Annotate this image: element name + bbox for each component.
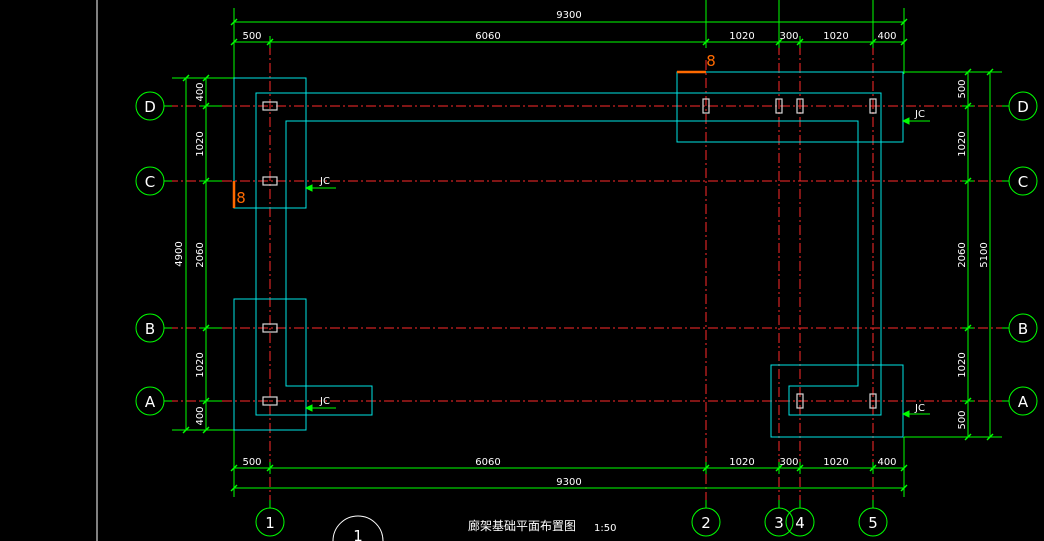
column-1-D [262, 101, 278, 111]
dim-bottom-seg: 1020 [823, 457, 848, 468]
dim-bottom-seg: 6060 [475, 457, 500, 468]
dim-left-seg: 2060 [195, 242, 206, 267]
grid-label-A: A [145, 393, 156, 411]
dim-bottom-seg: 500 [242, 457, 261, 468]
grid-bubbles [135, 91, 1038, 537]
foundation-outlines [233, 71, 904, 438]
jc-leaders [304, 117, 930, 418]
column-3-D [775, 98, 783, 114]
column-1-C [262, 176, 278, 186]
dimension-ticks [182, 18, 994, 492]
dim-top-seg: 1020 [823, 31, 848, 42]
grid-label-D: D [144, 98, 156, 116]
footing-pad-1CD [233, 77, 307, 209]
jc-label: JC [319, 176, 330, 187]
dim-left-seg: 400 [195, 406, 206, 425]
section-mark-top: 8 [677, 52, 716, 74]
section-mark-left: 8 [232, 181, 246, 208]
grid-label-2: 2 [701, 514, 711, 532]
dim-left-total: 4900 [174, 241, 185, 266]
dim-left-seg: 1020 [195, 352, 206, 377]
dim-bottom-seg: 1020 [729, 457, 754, 468]
strip-footing-beam [255, 92, 882, 416]
dim-bottom-seg: 400 [877, 457, 896, 468]
footing-pad-1AB [233, 298, 307, 431]
dimension-lines [172, 0, 1002, 497]
jc-label: JC [914, 403, 925, 414]
grid-label-5: 5 [868, 514, 878, 532]
grid-label-4: 4 [795, 514, 805, 532]
drawing-scale: 1:50 [594, 523, 616, 534]
dim-top-seg: 500 [242, 31, 261, 42]
jc-label: JC [319, 396, 330, 407]
dim-left-seg: 400 [195, 82, 206, 101]
dim-top-seg: 300 [779, 31, 798, 42]
dim-right-seg: 1020 [957, 352, 968, 377]
grid-label-C: C [1018, 173, 1028, 191]
column-4-D [796, 98, 804, 114]
dim-top-total: 9300 [556, 10, 581, 21]
dim-right-seg: 1020 [957, 131, 968, 156]
grid-label-A: A [1018, 393, 1029, 411]
dim-top-seg: 6060 [475, 31, 500, 42]
footing-pad-bottom-right [770, 364, 904, 438]
dim-top-seg: 1020 [729, 31, 754, 42]
column-1-A [262, 396, 278, 406]
grid-label-B: B [145, 320, 155, 338]
partial-bubble-label: 1 [353, 527, 363, 541]
footing-pad-top-right [676, 71, 904, 143]
dim-bottom-seg: 300 [779, 457, 798, 468]
column-2-D [702, 98, 710, 114]
partial-bubble [332, 515, 384, 541]
dim-right-seg: 2060 [957, 242, 968, 267]
grid-label-D: D [1017, 98, 1029, 116]
dim-right-total: 5100 [979, 242, 990, 267]
column-5-D [869, 98, 877, 114]
grid-axes [168, 45, 1005, 507]
section-mark-label: 8 [706, 52, 716, 70]
column-4-A [796, 393, 804, 409]
dim-top-seg: 400 [877, 31, 896, 42]
grid-label-C: C [145, 173, 155, 191]
dim-right-seg: 500 [957, 79, 968, 98]
dim-bottom-total: 9300 [556, 477, 581, 488]
jc-label: JC [914, 109, 925, 120]
grid-label-B: B [1018, 320, 1028, 338]
grid-label-3: 3 [774, 514, 784, 532]
column-5-A [869, 393, 877, 409]
drawing-title: 廊架基础平面布置图 [468, 518, 576, 533]
dim-right-seg: 500 [957, 410, 968, 429]
section-mark-label: 8 [236, 189, 246, 207]
dim-left-seg: 1020 [195, 131, 206, 156]
column-1-B [262, 323, 278, 333]
grid-label-1: 1 [265, 514, 275, 532]
columns [262, 98, 877, 409]
